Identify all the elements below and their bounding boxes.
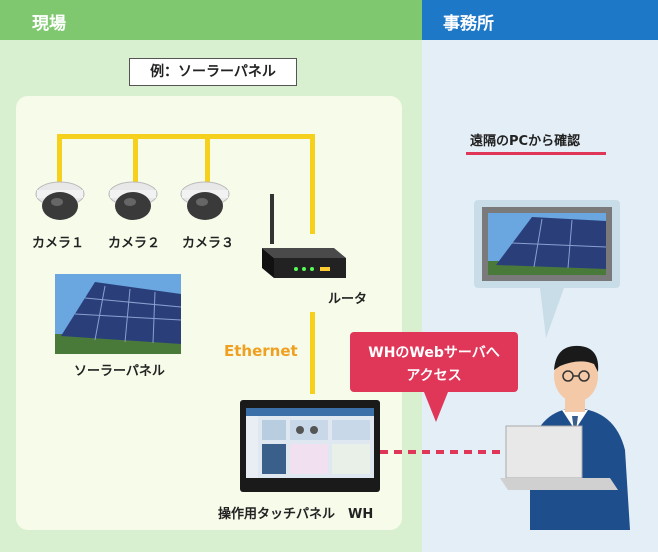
router-label: ルータ xyxy=(328,292,368,307)
dome-camera-icon xyxy=(35,181,85,220)
network-link xyxy=(380,450,510,454)
dome-camera-icon xyxy=(180,181,230,220)
office-header-title: 事務所 xyxy=(443,14,494,34)
wire-router xyxy=(310,134,315,234)
pc-user-icon xyxy=(500,345,630,530)
solar-panel-icon xyxy=(55,274,181,354)
callout-tail xyxy=(424,392,448,422)
callout-box: WHのWebサーバへ アクセス xyxy=(350,332,518,392)
dome-camera-icon xyxy=(108,181,158,220)
callout-line2: アクセス xyxy=(406,368,462,384)
bubble-tail xyxy=(540,288,564,338)
wire-cam3 xyxy=(205,134,210,182)
wire-ethernet xyxy=(310,312,315,394)
touch-panel-label: 操作用タッチパネル WH xyxy=(218,507,374,522)
solar-label: ソーラーパネル xyxy=(74,364,165,379)
remote-label: 遠隔のPCから確認 xyxy=(470,134,581,149)
site-header xyxy=(0,0,422,40)
router-icon xyxy=(262,194,346,278)
camera-label: カメラ３ xyxy=(182,236,235,251)
touch-panel-icon xyxy=(240,400,380,492)
example-label: 例：ソーラーパネル xyxy=(129,58,297,86)
callout-line1: WHのWebサーバへ xyxy=(368,345,500,361)
wire-top xyxy=(57,134,315,139)
wire-cam1 xyxy=(57,134,62,182)
remote-underline xyxy=(466,152,606,155)
camera-label: カメラ２ xyxy=(108,236,161,251)
wire-cam2 xyxy=(133,134,138,182)
site-header-title: 現場 xyxy=(32,14,66,34)
office-header xyxy=(422,0,658,40)
monitor-icon xyxy=(482,207,612,281)
ethernet-label: Ethernet xyxy=(224,342,298,360)
camera-label: カメラ１ xyxy=(32,236,85,251)
